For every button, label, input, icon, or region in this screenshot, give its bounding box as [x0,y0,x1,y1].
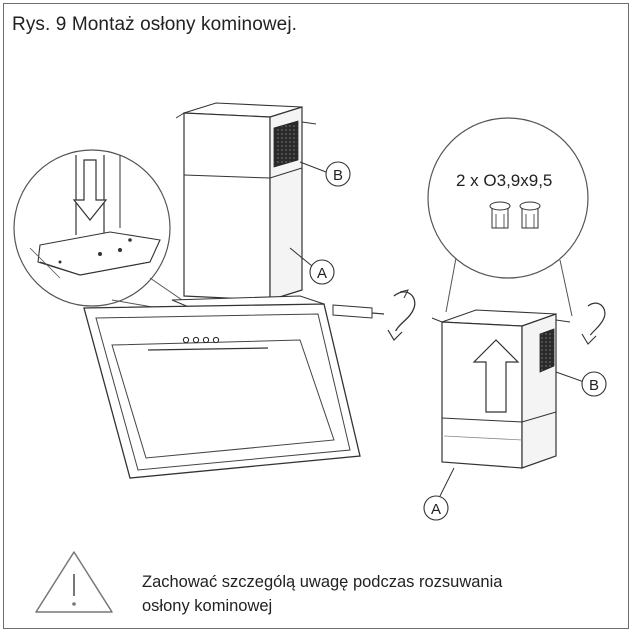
warning-line-2: osłony kominowej [142,597,273,615]
screw-icon [519,201,541,229]
screwdriver-indicator [332,289,416,341]
label-a-left: A [317,265,327,282]
chimney-cover-left [171,102,325,311]
detail-magnifier-left [13,149,186,311]
warning-triangle-icon [35,551,113,613]
hood-body [83,303,361,479]
label-a-right: A [431,501,441,518]
callout-b-right: B [555,371,607,397]
callout-b-left: B [299,161,351,187]
warning-line-1: Zachować szczególą uwagę podczas rozsuwa… [142,573,503,591]
label-b-right: B [589,377,599,394]
label-b-left: B [333,167,343,184]
screw-detail-circle [427,117,589,317]
screw-spec-label: 2 x O3,9x9,5 [456,171,552,190]
warning-text: Zachować szczególą uwagę podczas rozsuwa… [142,570,612,618]
callout-a-left: A [289,247,335,285]
chimney-cover-right [431,302,606,469]
figure-title: Rys. 9 Montaż osłony kominowej. [12,14,298,35]
figure-frame [3,3,629,629]
screw-icon [489,201,511,229]
callout-a-right: A [423,467,455,521]
